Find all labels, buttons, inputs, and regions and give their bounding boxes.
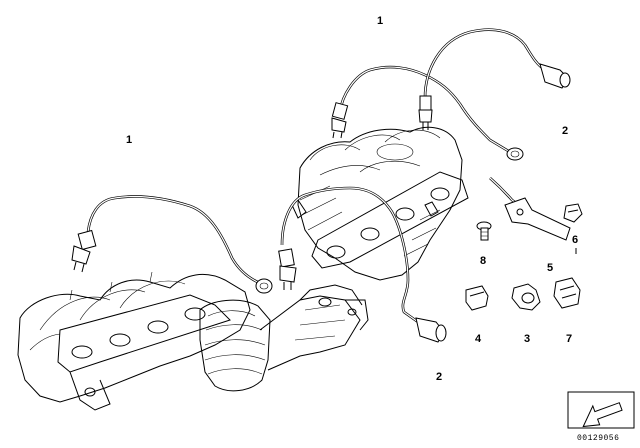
catalog-number: 00129056: [577, 434, 620, 443]
sensor-connector: [415, 317, 447, 343]
callout-part-5: 5: [547, 262, 554, 274]
sensor-probe: [418, 95, 433, 130]
sensor-probe: [331, 102, 349, 139]
left-exhaust-manifold: [17, 271, 369, 411]
callout-part-4: 4: [475, 333, 482, 345]
bracket-part: [489, 177, 571, 241]
clip-part-4: [465, 285, 489, 311]
callout-upper-sensor: 1: [377, 15, 384, 27]
oxygen-sensor-upper: [331, 28, 571, 161]
holder-part: [553, 277, 581, 309]
sensor-probe: [71, 229, 97, 273]
direction-arrow-icon: [567, 391, 635, 429]
clip-part-6: [563, 203, 583, 223]
callout-left-sensor: 1: [126, 134, 133, 146]
oxygen-sensor-left: [71, 195, 273, 294]
callout-right-sensor: 2: [562, 125, 569, 137]
callout-part-3: 3: [524, 333, 531, 345]
callout-part-8: 8: [480, 255, 487, 267]
sensor-probe: [278, 248, 297, 290]
sensor-connector: [539, 63, 571, 89]
sensor-connector: [506, 147, 524, 161]
callout-part-7: 7: [566, 333, 573, 345]
callout-part-6: 6: [572, 234, 579, 246]
callout-lower-sensor: 2: [436, 371, 443, 383]
screw-part: [476, 221, 492, 241]
clamp-part: [511, 283, 541, 311]
sensor-connector: [255, 278, 273, 294]
oxygen-sensor-lower: [278, 186, 447, 343]
right-exhaust-manifold: [291, 126, 469, 281]
